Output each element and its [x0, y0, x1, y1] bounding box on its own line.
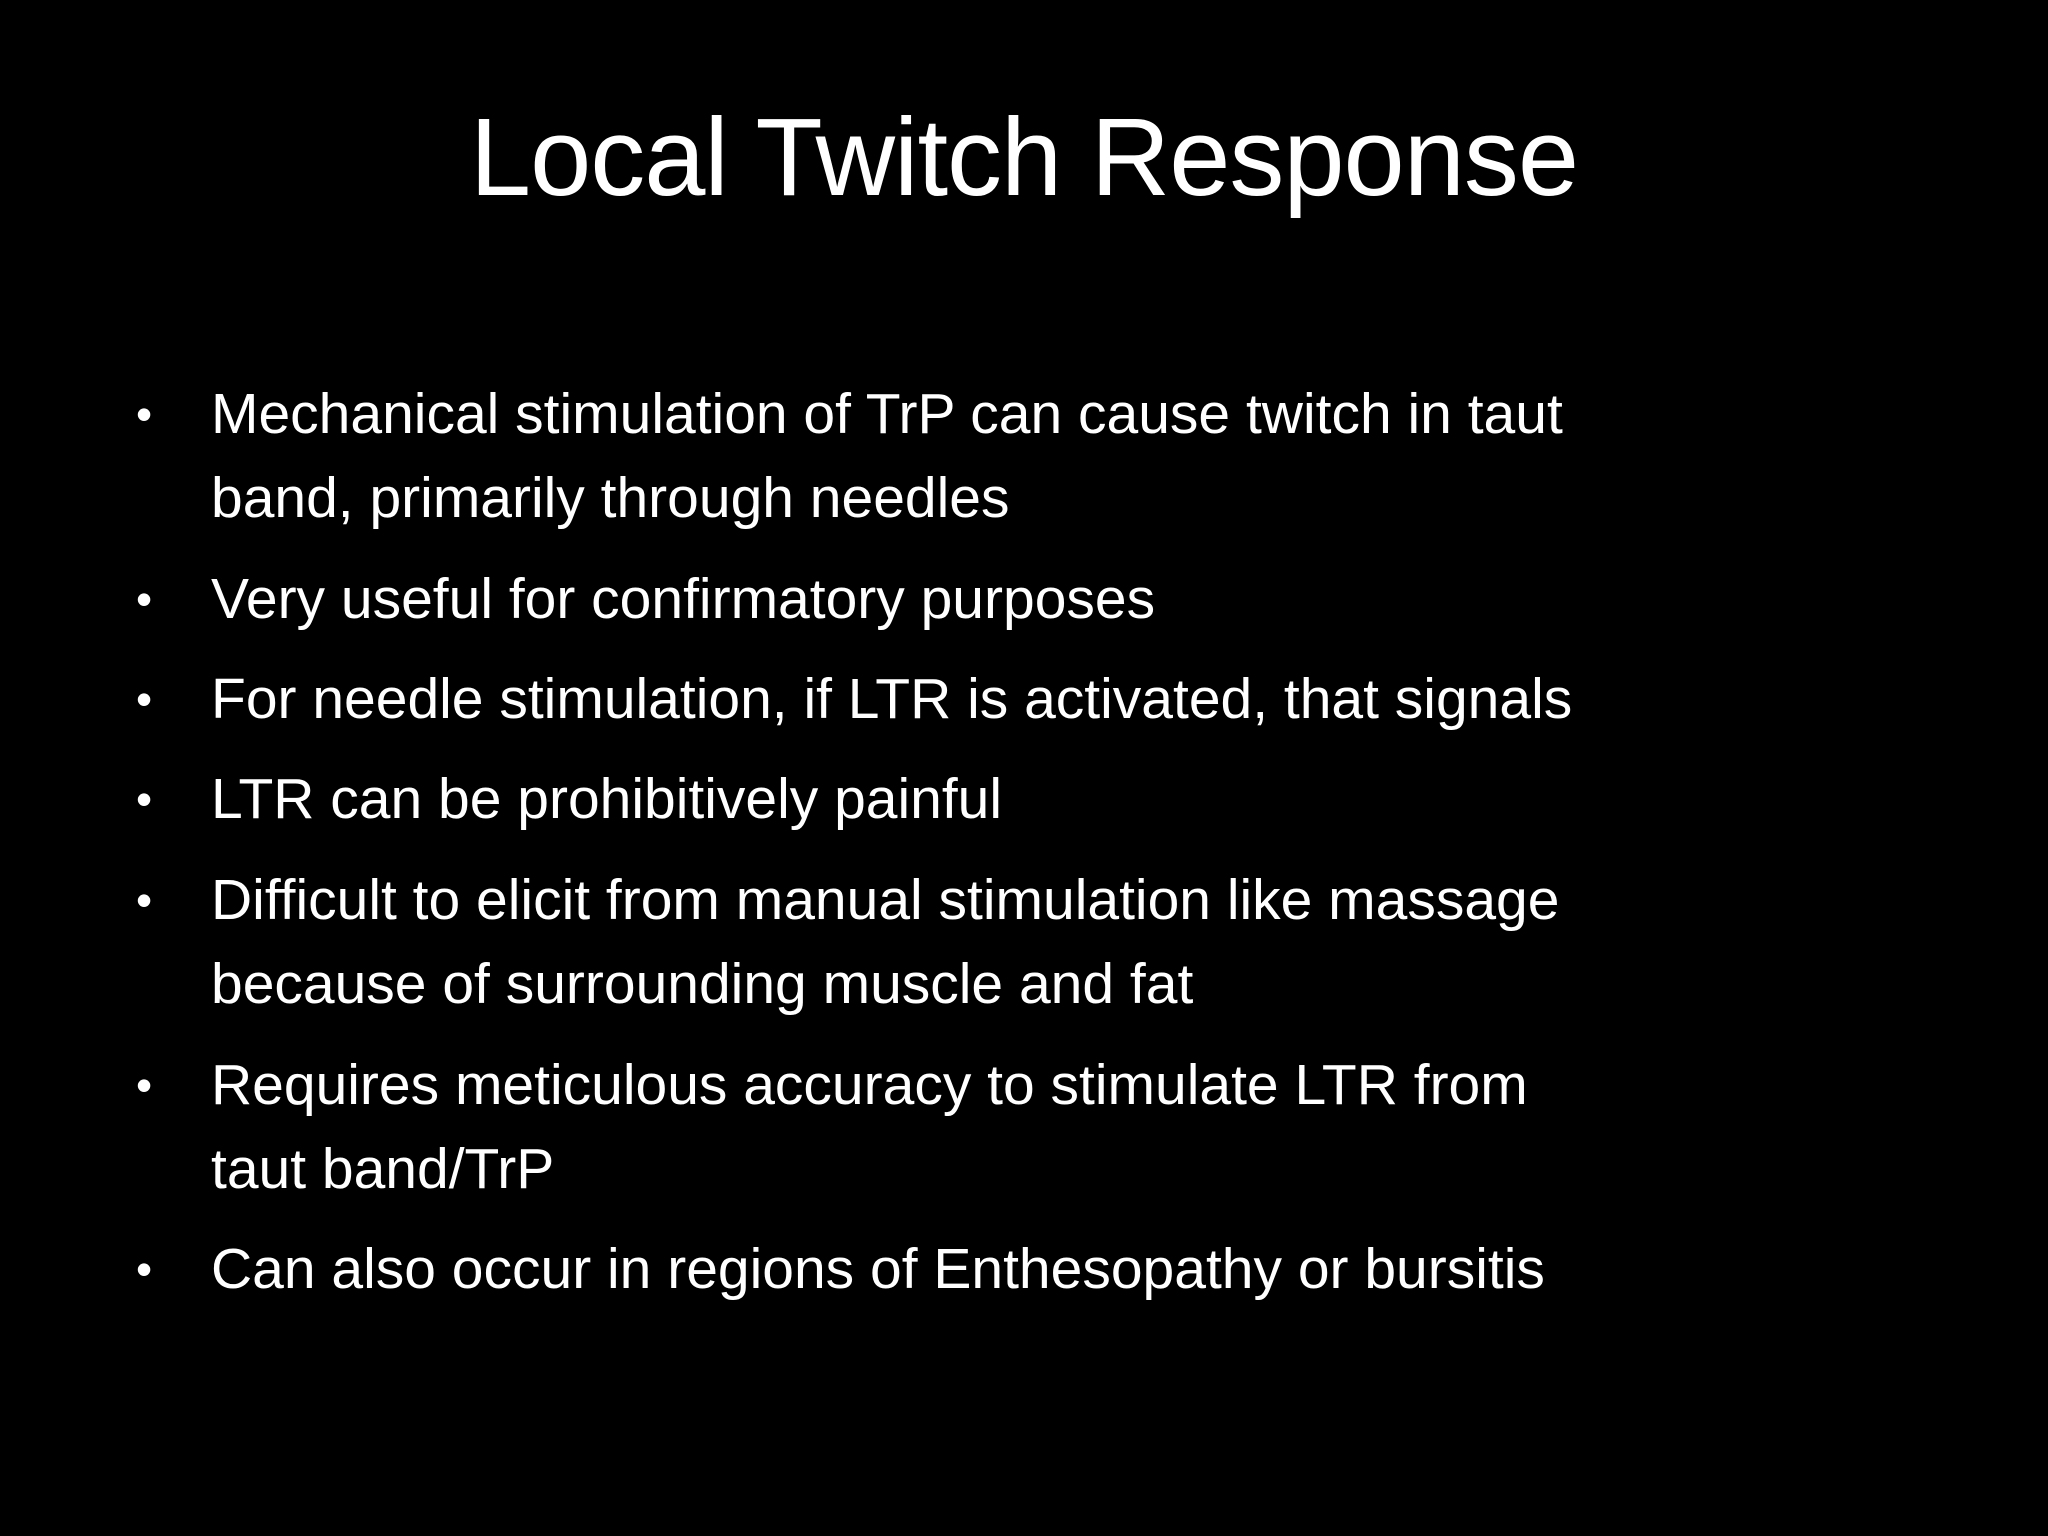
list-item: • Can also occur in regions of Enthesopa… — [130, 1227, 1920, 1311]
bullet-icon: • — [136, 388, 153, 440]
bullet-line: LTR can be prohibitively painful — [211, 767, 1003, 832]
bullet-line: band, primarily through needles — [211, 466, 1010, 531]
bullet-icon: • — [136, 572, 153, 625]
bullet-line: Very useful for confirmatory purposes — [211, 566, 1156, 631]
bullet-line: Requires meticulous accuracy to stimulat… — [211, 1052, 1528, 1117]
page-title: Local Twitch Response — [469, 96, 1579, 219]
list-item: • Difficult to elicit from manual stimul… — [130, 858, 1920, 1027]
bullet-text: Very useful for confirmatory purposes — [211, 557, 1920, 641]
list-item: • Mechanical stimulation of TrP can caus… — [130, 372, 1920, 541]
bullet-text: Difficult to elicit from manual stimulat… — [211, 858, 1920, 1027]
bullet-text: Requires meticulous accuracy to stimulat… — [211, 1043, 1920, 1212]
bullet-line: For needle stimulation, if LTR is activa… — [211, 667, 1573, 732]
bullet-icon: • — [136, 873, 153, 926]
bullet-icon: • — [136, 773, 153, 826]
list-item: • For needle stimulation, if LTR is acti… — [130, 657, 1920, 741]
bullet-text: LTR can be prohibitively painful — [211, 757, 1920, 841]
bullet-text: For needle stimulation, if LTR is activa… — [211, 657, 1920, 741]
list-item: • LTR can be prohibitively painful — [130, 757, 1920, 841]
bullet-line: Can also occur in regions of Enthesopath… — [211, 1237, 1545, 1302]
bullet-text: Can also occur in regions of Enthesopath… — [211, 1227, 1920, 1311]
bullet-line: Difficult to elicit from manual stimulat… — [211, 867, 1560, 932]
bullet-line: because of surrounding muscle and fat — [211, 952, 1194, 1017]
bullet-line: taut band/TrP — [211, 1136, 555, 1201]
bullet-list: • Mechanical stimulation of TrP can caus… — [130, 372, 1920, 1328]
bullet-text: Mechanical stimulation of TrP can cause … — [211, 372, 1920, 541]
list-item: • Very useful for confirmatory purposes — [130, 557, 1920, 641]
bullet-icon: • — [136, 1058, 153, 1111]
list-item: • Requires meticulous accuracy to stimul… — [130, 1043, 1920, 1212]
bullet-icon: • — [136, 673, 153, 726]
bullet-icon: • — [136, 1243, 153, 1296]
bullet-line: Mechanical stimulation of TrP can cause … — [211, 382, 1563, 446]
